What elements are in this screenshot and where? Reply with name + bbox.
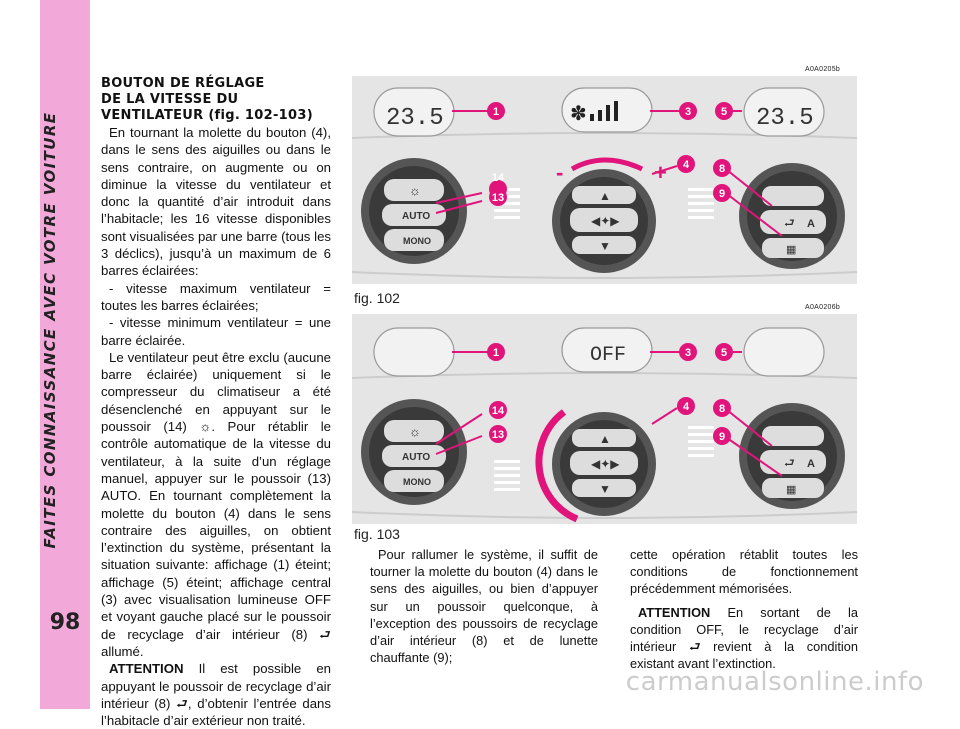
paragraph: - vitesse maximum ventilateur = toutes l… — [101, 280, 331, 313]
attention-note: ATTENTION Il est possible en appuyant le… — [101, 661, 331, 729]
fan-bar — [606, 105, 610, 121]
callout-number: 4 — [683, 401, 690, 413]
vent-horizontal-icon: ◀✦▶ — [591, 457, 620, 471]
sidebar — [40, 0, 90, 709]
callout-number: 5 — [721, 347, 727, 359]
paragraph: - vitesse minimum ventilateur = une barr… — [101, 315, 331, 348]
attention-note: ATTENTION En sortant de la condition OFF… — [630, 604, 858, 672]
callout-number: 14 — [492, 172, 505, 184]
callout-number: 5 — [721, 106, 727, 118]
right-temp-display: 23.5 — [756, 105, 814, 132]
right-column-text: cette opération rétablit toutes les cond… — [630, 547, 858, 672]
mono-button-label: MONO — [403, 477, 431, 487]
fig102-illustration: 23.5 23.5 ✽ ☼ AUTO MONO ▲ ◀✦▶ ▼ - + ⮐ A — [352, 76, 857, 284]
figure-caption: fig. 103 — [354, 526, 400, 542]
callout-number: 13 — [492, 429, 504, 441]
callout-number: 4 — [683, 159, 690, 171]
mono-button-label: MONO — [403, 236, 431, 246]
callout-number: 9 — [719, 431, 725, 443]
callout-number: 14 — [492, 405, 505, 417]
section-title: BOUTON DE RÉGLAGE DE LA VITESSE DU VENTI… — [101, 76, 313, 123]
fan-icon: ✽ — [570, 103, 587, 125]
a-button-label: A — [807, 218, 815, 230]
ac-snowflake-icon: ☼ — [409, 183, 421, 198]
fan-bar — [590, 114, 594, 121]
page-number: 98 — [49, 610, 81, 635]
figure-caption: fig. 102 — [354, 290, 400, 306]
recirculation-icon: ⮐ — [784, 456, 795, 470]
left-column: BOUTON DE RÉGLAGE DE LA VITESSE DU VENTI… — [101, 76, 331, 729]
auto-button-label: AUTO — [402, 452, 430, 463]
fig103-panel: OFF ☼ AUTO MONO ▲ ◀✦▶ ▼ ⮐ A ▦ — [352, 314, 857, 524]
rear-defrost-icon: ▦ — [786, 244, 796, 256]
middle-column-text: Pour rallumer le système, il suffit de t… — [370, 547, 598, 666]
left-temp-display: 23.5 — [386, 105, 444, 132]
vent-slots — [494, 426, 714, 491]
callout-number: 3 — [685, 106, 691, 118]
callout-number: 1 — [493, 347, 499, 359]
figure-code: A0A0205b — [805, 66, 841, 73]
vent-horizontal-icon: ◀✦▶ — [591, 214, 620, 228]
fan-bar — [614, 101, 618, 121]
callout-number: 1 — [493, 106, 499, 118]
fig102-panel: 23.5 23.5 ✽ ☼ AUTO MONO ▲ ◀✦▶ ▼ - + ⮐ A — [352, 76, 857, 284]
vent-down-icon: ▼ — [599, 482, 611, 496]
fig103-illustration: OFF ☼ AUTO MONO ▲ ◀✦▶ ▼ ⮐ A ▦ — [352, 314, 857, 524]
auto-button-label: AUTO — [402, 211, 430, 222]
increase-sign: + — [654, 160, 667, 185]
a-button-label: A — [807, 458, 815, 470]
paragraph: Le ventilateur peut être exclu (aucune b… — [101, 349, 331, 659]
vent-slots — [494, 188, 714, 219]
sidebar-title: FAITES CONNAISSANCE AVEC VOTRE VOITURE — [41, 111, 59, 549]
attention-label: ATTENTION — [109, 661, 184, 677]
vent-up-icon: ▲ — [599, 432, 611, 446]
figure-code: A0A0206b — [805, 304, 841, 311]
rear-defrost-icon: ▦ — [786, 484, 796, 496]
vent-up-icon: ▲ — [599, 189, 611, 203]
callout-number: 9 — [719, 188, 725, 200]
callout-number: 8 — [719, 163, 725, 175]
decrease-sign: - — [556, 160, 563, 185]
figure-reference: (fig. 102-103) — [208, 108, 313, 123]
fan-bar — [598, 110, 602, 121]
ac-snowflake-icon: ☼ — [409, 424, 421, 439]
vent-down-icon: ▼ — [599, 239, 611, 253]
paragraph: En tournant la molette du bouton (4), da… — [101, 125, 331, 279]
callout-number: 3 — [685, 347, 691, 359]
attention-label: ATTENTION — [638, 604, 711, 620]
recirculation-icon: ⮐ — [784, 216, 795, 230]
watermark: carmanualsonline.info — [625, 667, 924, 697]
callout-number: 13 — [492, 192, 504, 204]
center-display: OFF — [590, 344, 626, 367]
callout-number: 8 — [719, 403, 725, 415]
